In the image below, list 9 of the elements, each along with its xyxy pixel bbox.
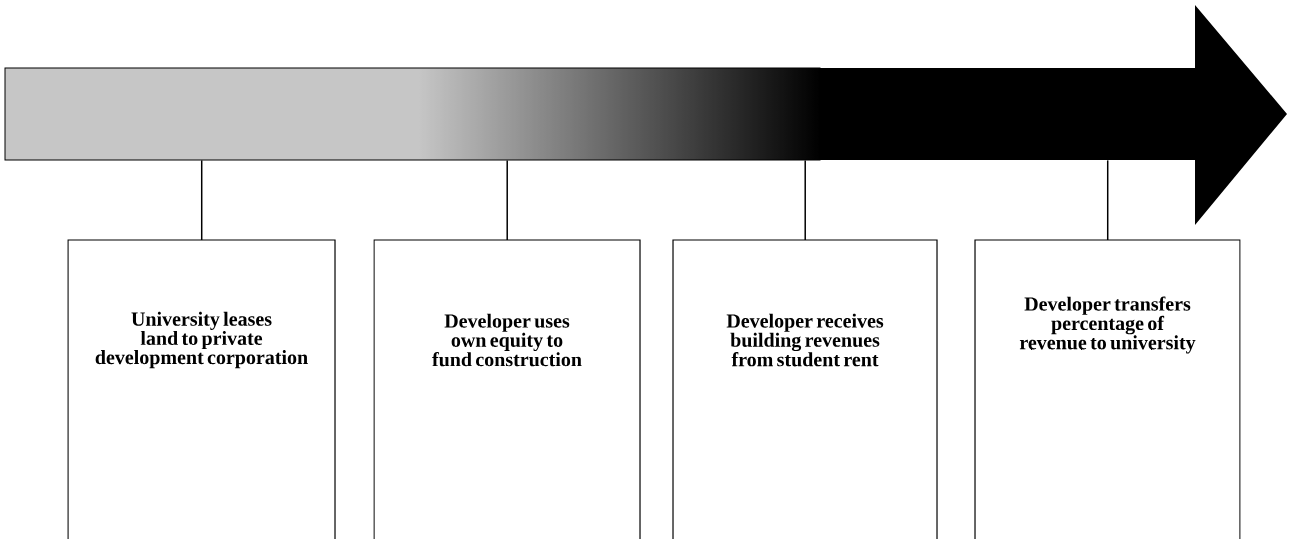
step-box: University leases land to private development corporation bbox=[67, 239, 336, 539]
step-box: Developer uses own equity to fund construction bbox=[373, 239, 641, 539]
step-box: Developer transfers percentage of revenue to university bbox=[974, 239, 1241, 539]
timeline-arrow bbox=[4, 5, 1287, 225]
connector-line bbox=[506, 159, 508, 241]
connector-line bbox=[1106, 159, 1109, 241]
step-box: Developer receives building revenues from student rent bbox=[672, 239, 938, 539]
connector-line bbox=[200, 159, 203, 241]
connector-line bbox=[804, 159, 806, 241]
